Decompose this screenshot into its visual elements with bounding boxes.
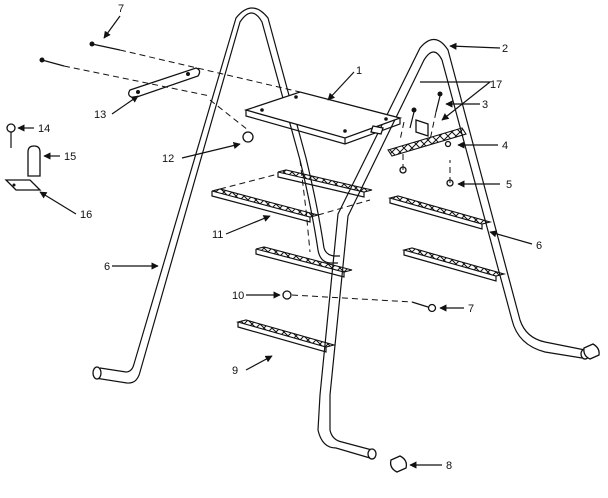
cap-15 xyxy=(27,145,41,177)
label-part-4: 4 xyxy=(502,140,508,152)
assembly-lines xyxy=(63,49,451,303)
label-part-5: 5 xyxy=(506,179,512,191)
tread-step-side xyxy=(211,173,371,223)
tread-right-2 xyxy=(401,247,507,282)
label-part-2: 2 xyxy=(502,43,508,55)
tread-right-1 xyxy=(387,195,493,230)
nut-5 xyxy=(399,166,454,187)
left-brace-bracket xyxy=(128,67,201,99)
top-platform xyxy=(243,91,403,145)
screw-14 xyxy=(6,123,16,148)
label-part-8: 8 xyxy=(446,460,452,472)
nut-10 xyxy=(282,290,292,300)
label-part-17: 17 xyxy=(490,79,502,91)
label-part-15: 15 xyxy=(64,151,76,163)
label-part-1: 1 xyxy=(356,65,362,77)
tread-step-lower xyxy=(235,319,337,353)
nut-12 xyxy=(242,131,254,143)
bracket-16 xyxy=(4,179,42,191)
label-part-7-top: 7 xyxy=(118,3,124,15)
left-frame-tube xyxy=(92,7,340,384)
tread-step-middle xyxy=(255,246,353,278)
label-part-11: 11 xyxy=(212,229,223,241)
label-part-16: 16 xyxy=(80,209,92,221)
bolts-3 xyxy=(409,91,443,129)
label-part-6-right: 6 xyxy=(536,240,542,252)
leader-lines xyxy=(17,15,533,469)
support-brace xyxy=(387,127,467,157)
bolt-left xyxy=(39,57,65,67)
label-part-3: 3 xyxy=(482,99,488,111)
label-part-13: 13 xyxy=(94,109,106,121)
part-labels: 7 1 2 17 3 4 5 6 7 8 10 9 11 12 13 6 14 … xyxy=(38,3,542,472)
foot-cap xyxy=(389,343,600,473)
label-part-9: 9 xyxy=(232,365,238,377)
label-part-10: 10 xyxy=(232,290,244,302)
right-frame-tube xyxy=(317,38,590,460)
label-part-6-left: 6 xyxy=(104,261,110,273)
nut-7-right xyxy=(411,301,437,313)
label-part-12: 12 xyxy=(162,153,174,165)
bracket-17 xyxy=(415,119,429,137)
bolt-top-left xyxy=(89,41,121,51)
washer-4 xyxy=(444,140,452,148)
label-part-14: 14 xyxy=(38,123,50,135)
label-part-7-right: 7 xyxy=(468,303,474,315)
